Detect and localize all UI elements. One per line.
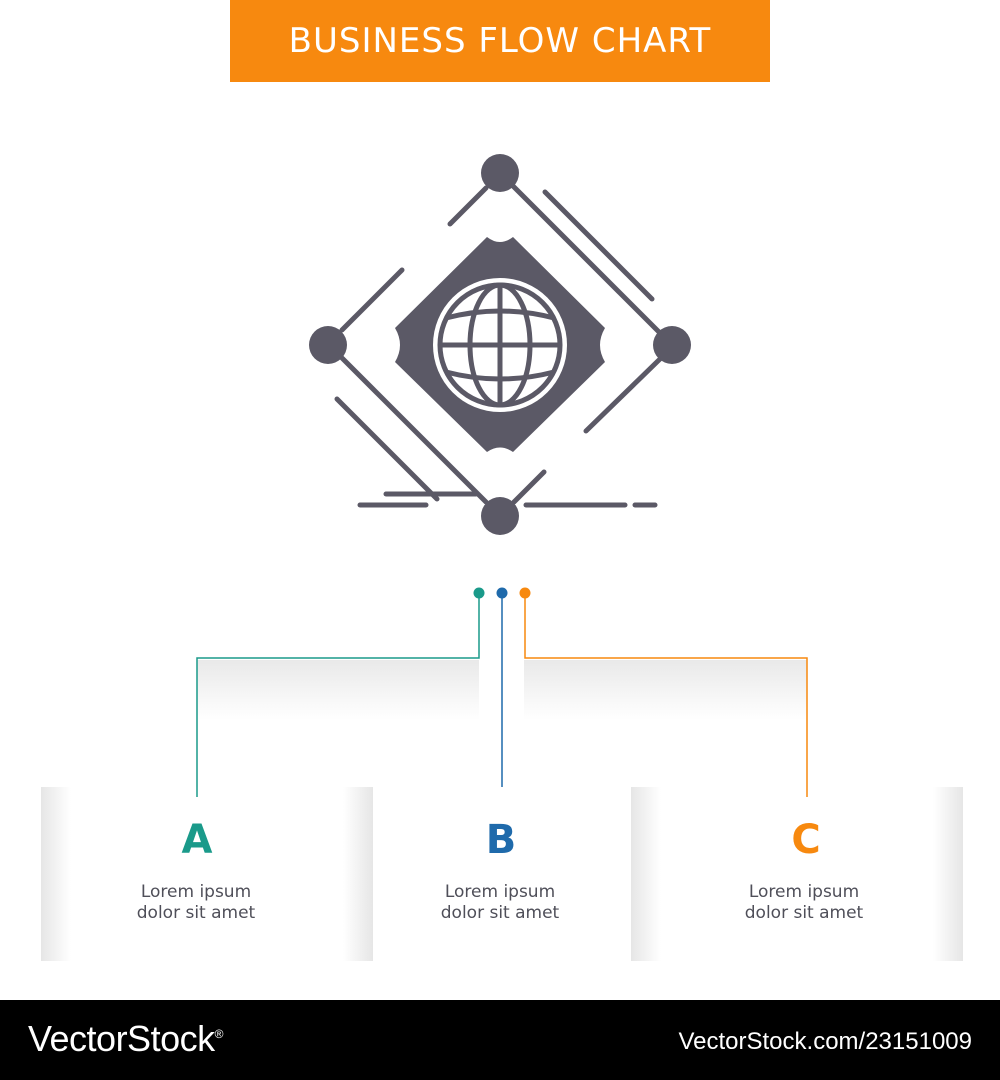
connector-c bbox=[524, 593, 808, 797]
network-node-top bbox=[481, 154, 519, 192]
option-text-b: Lorem ipsum dolor sit amet bbox=[380, 882, 620, 924]
network-node-left bbox=[309, 326, 347, 364]
connector-a bbox=[196, 593, 480, 797]
option-letter-a: A bbox=[181, 817, 213, 863]
connector-line bbox=[510, 183, 663, 336]
dot-c bbox=[519, 587, 531, 599]
shade-band-right bbox=[524, 660, 807, 720]
footer-bar: VectorStock® VectorStock.com/23151009 bbox=[0, 1000, 1000, 1080]
option-card-b bbox=[373, 787, 631, 961]
connector-line bbox=[447, 185, 489, 227]
option-letter-c: C bbox=[791, 817, 821, 863]
footer-brand-mark: ® bbox=[214, 1027, 224, 1041]
flow-diagram bbox=[196, 154, 808, 797]
option-text-c-line2: dolor sit amet bbox=[744, 903, 864, 923]
connector-line bbox=[583, 356, 663, 434]
footer-brand-name: VectorStock bbox=[28, 1018, 215, 1059]
shade-band-left bbox=[197, 660, 479, 720]
connector-line bbox=[339, 267, 405, 333]
page-title: BUSINESS FLOW CHART bbox=[288, 21, 712, 61]
network-node-bottom bbox=[481, 497, 519, 535]
option-text-b-line2: dolor sit amet bbox=[440, 903, 560, 923]
footer-brand: VectorStock® bbox=[28, 1018, 223, 1060]
dot-a bbox=[473, 587, 485, 599]
option-text-a-line1: Lorem ipsum bbox=[140, 882, 252, 902]
option-text-c: Lorem ipsum dolor sit amet bbox=[684, 882, 924, 924]
option-card-a bbox=[41, 787, 373, 961]
title-banner: BUSINESS FLOW CHART bbox=[230, 0, 770, 82]
globe-network-icon bbox=[309, 154, 691, 535]
connector-line bbox=[511, 469, 547, 505]
connector-ends bbox=[196, 787, 808, 797]
connector-line bbox=[334, 396, 440, 502]
connector-line bbox=[339, 355, 489, 505]
option-text-c-line1: Lorem ipsum bbox=[748, 882, 860, 902]
globe-icon bbox=[433, 278, 567, 412]
option-letter-b: B bbox=[485, 817, 517, 863]
option-text-b-line1: Lorem ipsum bbox=[444, 882, 556, 902]
option-card-c bbox=[631, 787, 963, 961]
option-text-a: Lorem ipsum dolor sit amet bbox=[76, 882, 316, 924]
dot-b bbox=[496, 587, 508, 599]
connector-line bbox=[542, 189, 655, 302]
footer-image-id: VectorStock.com/23151009 bbox=[678, 1028, 972, 1055]
option-text-a-line2: dolor sit amet bbox=[136, 903, 256, 923]
network-node-right bbox=[653, 326, 691, 364]
